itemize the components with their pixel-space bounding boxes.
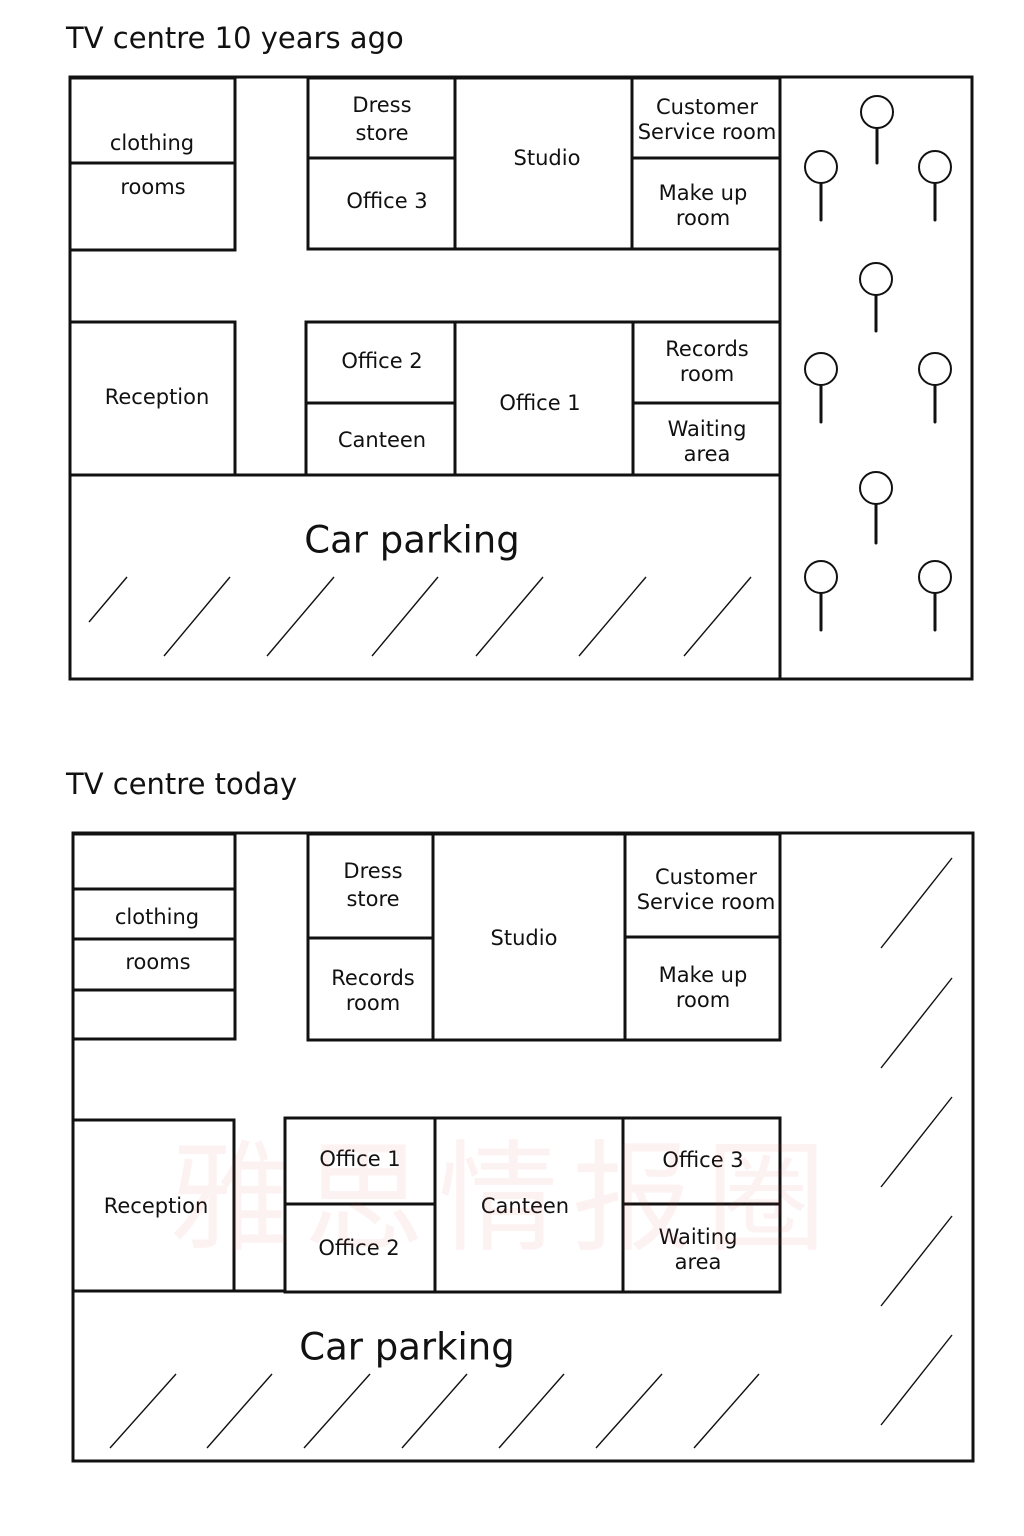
room-records: Records room xyxy=(665,337,749,386)
room-customer-service: Customer Service room xyxy=(637,865,776,914)
room-waiting: Waiting area xyxy=(659,1225,738,1274)
make-up-label-2: room xyxy=(676,988,730,1012)
clothing-label: clothing xyxy=(115,905,199,929)
parking-bay-line xyxy=(498,1373,565,1449)
office-3-label: Office 3 xyxy=(346,189,427,213)
parking-bay-line xyxy=(401,1373,468,1449)
reception-label: Reception xyxy=(104,1194,209,1218)
records-room-label-2: room xyxy=(346,991,400,1015)
make-up-label: Make up xyxy=(659,963,748,987)
tree-icon xyxy=(859,471,893,545)
plan-title-past: TV centre 10 years ago xyxy=(66,21,404,55)
tree-icon xyxy=(804,352,838,424)
office-3-label: Office 3 xyxy=(662,1148,743,1172)
room-dress-store: Dress store xyxy=(343,859,402,911)
room-make-up: Make up room xyxy=(659,181,748,230)
room-dress-store: Dress store xyxy=(352,93,411,145)
waiting-area-label: Waiting xyxy=(659,1225,738,1249)
tree-icon xyxy=(918,352,952,424)
parking-bay-line xyxy=(371,576,439,657)
clothing-rooms xyxy=(71,832,237,1041)
studio-label: Studio xyxy=(491,926,558,950)
parking-bay-line xyxy=(683,576,752,657)
top-block xyxy=(306,76,782,251)
waiting-area-label-2: area xyxy=(675,1250,722,1274)
tree-icon xyxy=(918,560,952,632)
clothing-label-2: rooms xyxy=(120,175,185,199)
tree-icon xyxy=(859,262,893,333)
trees xyxy=(804,95,952,632)
parking-hatching xyxy=(109,857,953,1449)
office-1-label: Office 1 xyxy=(319,1147,400,1171)
tree-icon xyxy=(804,560,838,632)
dress-store-label-2: store xyxy=(346,887,399,911)
customer-service-label-2: Service room xyxy=(637,890,776,914)
parking-bay-line xyxy=(880,1215,953,1307)
canteen-label: Canteen xyxy=(481,1194,569,1218)
canteen-label: Canteen xyxy=(338,428,426,452)
plan-title-today: TV centre today xyxy=(66,767,298,801)
parking-bay-line xyxy=(578,576,647,657)
waiting-area-label-2: area xyxy=(684,442,731,466)
clothing-label: clothing xyxy=(110,131,194,155)
tree-icon xyxy=(860,95,894,165)
make-up-label: Make up xyxy=(659,181,748,205)
parking-bay-line xyxy=(163,576,231,657)
room-make-up: Make up room xyxy=(659,963,748,1012)
customer-service-label-2: Service room xyxy=(638,120,777,144)
reception-label: Reception xyxy=(105,385,210,409)
parking-hatching xyxy=(88,576,752,657)
room-waiting: Waiting area xyxy=(668,417,747,466)
office-1-label: Office 1 xyxy=(499,391,580,415)
tree-icon xyxy=(918,150,952,222)
dress-store-label-2: store xyxy=(355,121,408,145)
parking-bay-line xyxy=(303,1373,371,1449)
dress-store-label: Dress xyxy=(352,93,411,117)
parking-bay-line xyxy=(206,1373,273,1449)
plan-past: clothing rooms Dress store Office 3 Stud… xyxy=(68,75,974,681)
parking-bay-line xyxy=(880,1096,953,1188)
car-parking-label: Car parking xyxy=(299,1326,515,1369)
clothing-label-2: rooms xyxy=(125,950,190,974)
office-2-label: Office 2 xyxy=(318,1236,399,1260)
parking-bay-line xyxy=(595,1373,663,1449)
room-customer-service: Customer Service room xyxy=(638,95,777,144)
make-up-label-2: room xyxy=(676,206,730,230)
records-room-label-2: room xyxy=(680,362,734,386)
parking-bay-line xyxy=(109,1373,177,1449)
car-parking-label: Car parking xyxy=(304,519,520,562)
parking-bay-line xyxy=(475,576,544,657)
parking-bay-line xyxy=(266,576,335,657)
customer-service-label: Customer xyxy=(656,95,758,119)
records-room-label: Records xyxy=(665,337,749,361)
waiting-area-label: Waiting xyxy=(668,417,747,441)
parking-bay-line xyxy=(880,1334,953,1426)
records-room-label: Records xyxy=(331,966,415,990)
parking-bay-line xyxy=(88,576,128,623)
studio-label: Studio xyxy=(514,146,581,170)
parking-bay-line xyxy=(693,1373,760,1449)
office-2-label: Office 2 xyxy=(341,349,422,373)
room-records: Records room xyxy=(331,966,415,1015)
customer-service-label: Customer xyxy=(655,865,757,889)
tree-icon xyxy=(804,150,838,222)
parking-bay-line xyxy=(880,857,953,949)
parking-bay-line xyxy=(880,977,953,1069)
dress-store-label: Dress xyxy=(343,859,402,883)
